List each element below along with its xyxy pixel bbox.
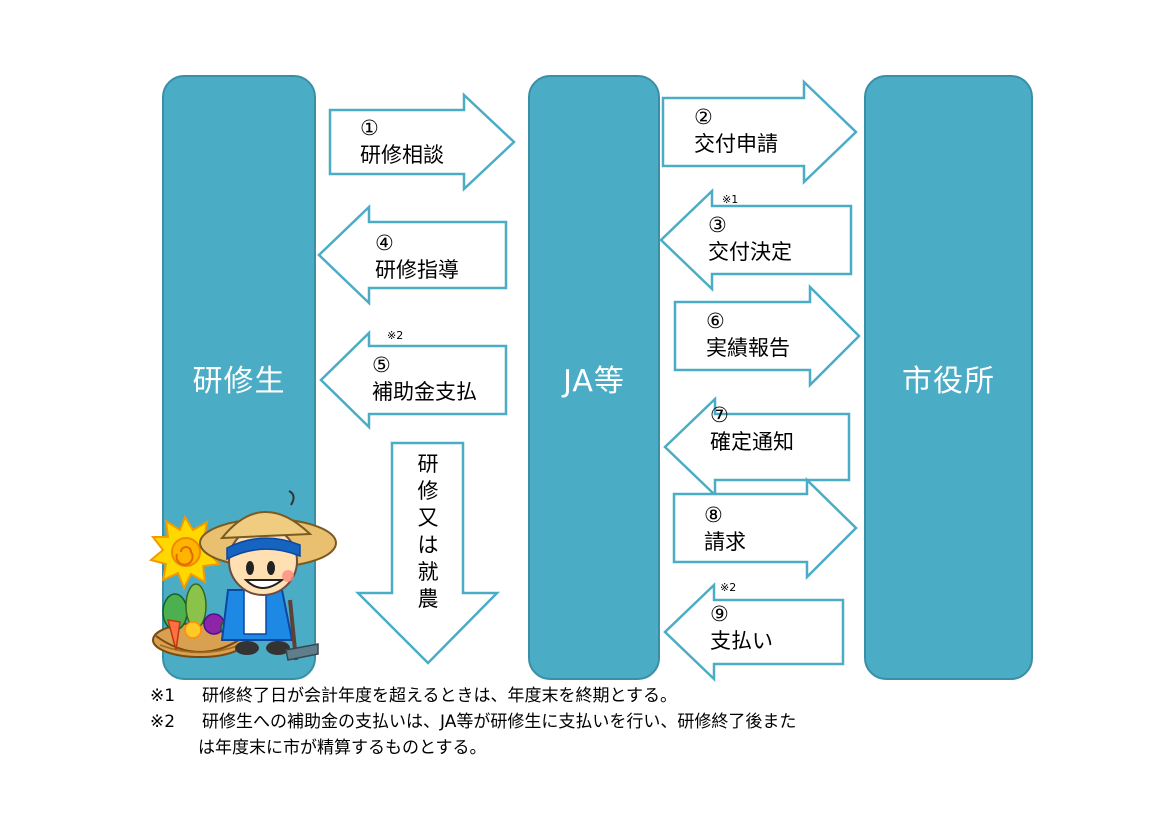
footnote-2-continuation: は年度末に市が精算するものとする。 bbox=[198, 738, 487, 758]
trainee-label: 研修生 bbox=[192, 363, 286, 399]
footnote-1-tag: ※1 bbox=[150, 686, 176, 706]
arrow-1-shape bbox=[328, 92, 516, 192]
arrow-4-shape bbox=[317, 204, 508, 306]
ja-label: JA等 bbox=[563, 363, 625, 399]
arrow-3-shape bbox=[659, 188, 853, 292]
arrow-5-label: 補助金支払 bbox=[372, 380, 477, 405]
arrow-5-mark: ※2 bbox=[387, 329, 404, 342]
arrow-7-shape bbox=[663, 396, 851, 498]
arrow-7-label: 確定通知 bbox=[710, 430, 794, 455]
arrow-1-label: 研修相談 bbox=[360, 143, 444, 168]
arrow-6-shape bbox=[673, 283, 861, 389]
arrow-2-shape bbox=[661, 79, 858, 185]
ja-column: JA等 bbox=[528, 75, 660, 680]
arrow-7: ⑦ 確定通知 bbox=[710, 402, 794, 457]
arrow-4-label: 研修指導 bbox=[375, 258, 459, 283]
arrow-4: ④ 研修指導 bbox=[375, 230, 459, 285]
footnotes: ※1 研修終了日が会計年度を超えるときは、年度末を終期とする。 ※2 研修生への補助… bbox=[150, 683, 796, 761]
arrow-6-label: 実績報告 bbox=[706, 336, 790, 361]
arrow-2-label: 交付申請 bbox=[694, 132, 778, 157]
arrow-4-number: ④ bbox=[375, 231, 394, 255]
arrow-3-label: 交付決定 bbox=[708, 240, 792, 265]
arrow-8: ⑧ 請求 bbox=[704, 502, 746, 557]
footnote-2-tag: ※2 bbox=[150, 712, 176, 732]
arrow-9-mark: ※2 bbox=[720, 581, 737, 594]
farmer-mascot-illustration bbox=[148, 490, 337, 661]
arrow-8-shape bbox=[672, 477, 858, 581]
arrow-3-number: ③ bbox=[708, 213, 727, 237]
arrow-3: ③ 交付決定 bbox=[708, 212, 792, 267]
arrow-9-shape bbox=[663, 582, 845, 682]
arrow-9-number: ⑨ bbox=[710, 602, 729, 626]
arrow-5-number: ⑤ bbox=[372, 353, 391, 377]
arrow-5-shape bbox=[319, 330, 508, 430]
arrow-7-number: ⑦ bbox=[710, 403, 729, 427]
arrow-down-shape bbox=[354, 441, 500, 665]
city-hall-column: 市役所 bbox=[864, 75, 1033, 680]
arrow-1: ① 研修相談 bbox=[360, 115, 444, 170]
arrow-2-number: ② bbox=[694, 105, 713, 129]
footnote-1-text: 研修終了日が会計年度を超えるときは、年度末を終期とする。 bbox=[202, 686, 677, 706]
arrow-8-number: ⑧ bbox=[704, 503, 723, 527]
arrow-6-number: ⑥ bbox=[706, 309, 725, 333]
footnote-2-text-line1: 研修生への補助金の支払いは、JA等が研修生に支払いを行い、研修終了後また bbox=[202, 712, 797, 732]
city-hall-label: 市役所 bbox=[902, 363, 995, 399]
arrow-down-label: 研 修 又 は 就 農 bbox=[417, 452, 439, 611]
arrow-8-label: 請求 bbox=[704, 530, 746, 555]
footnote-2: ※2 研修生への補助金の支払いは、JA等が研修生に支払いを行い、研修終了後また bbox=[150, 709, 796, 735]
arrow-6: ⑥ 実績報告 bbox=[706, 308, 790, 363]
footnote-1: ※1 研修終了日が会計年度を超えるときは、年度末を終期とする。 bbox=[150, 683, 796, 709]
arrow-5: ⑤ 補助金支払 bbox=[372, 352, 477, 407]
arrow-3-mark: ※1 bbox=[722, 193, 739, 206]
arrow-9: ⑨ 支払い bbox=[710, 601, 773, 656]
arrow-9-label: 支払い bbox=[710, 629, 773, 654]
arrow-2: ② 交付申請 bbox=[694, 104, 778, 159]
arrow-1-number: ① bbox=[360, 116, 379, 140]
